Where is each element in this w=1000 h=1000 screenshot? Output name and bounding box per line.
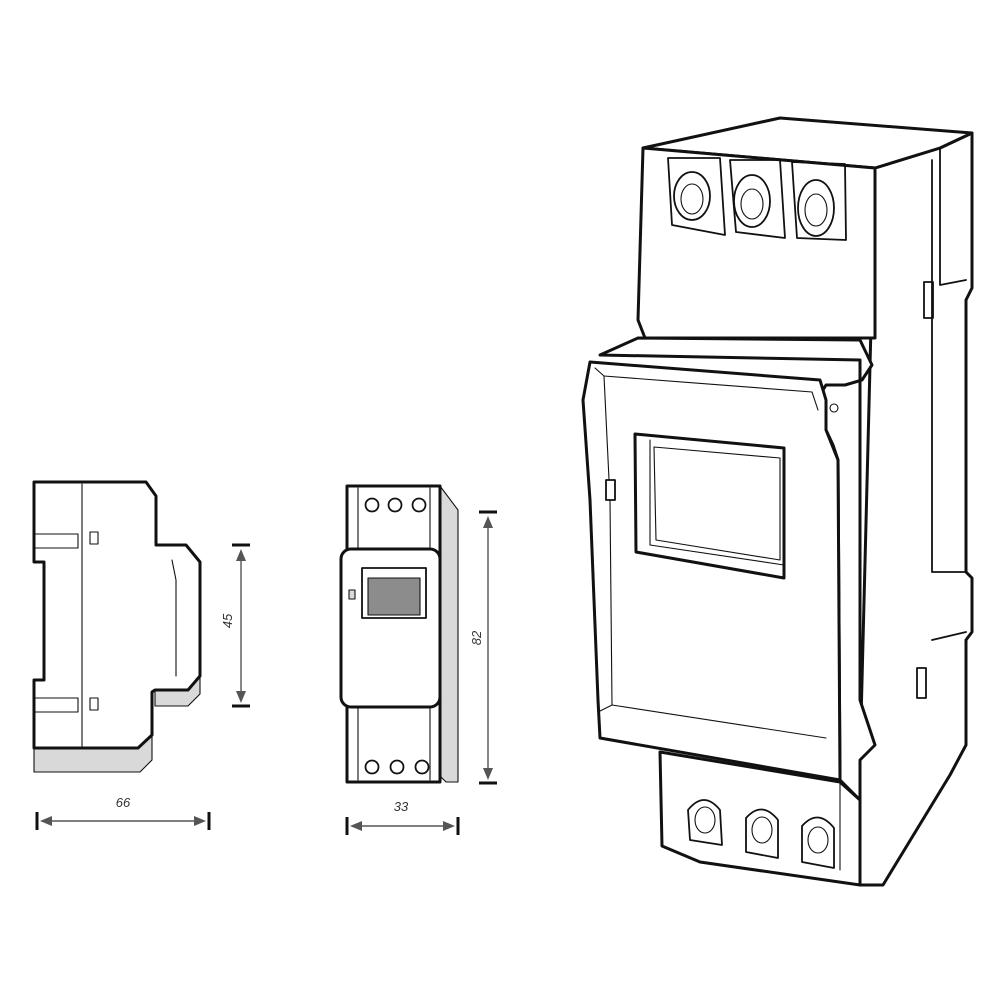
- terminal-bottom-3: [414, 759, 430, 775]
- lcd-screen: [367, 577, 421, 616]
- dimension-height: 82: [469, 510, 497, 785]
- dimension-front-height: 45: [220, 543, 250, 708]
- dimension-width: 33: [345, 799, 460, 835]
- front-view: [339, 484, 459, 784]
- terminal-top-3: [411, 497, 427, 513]
- terminal-screws-top: [667, 157, 847, 241]
- terminal-top-1: [364, 497, 380, 513]
- iso-lcd-frame: [633, 432, 786, 580]
- side-view: [32, 480, 202, 773]
- depth-label: 66: [116, 795, 131, 810]
- terminal-bottom-2: [389, 759, 405, 775]
- isometric-view: [581, 116, 974, 887]
- width-label: 33: [394, 799, 409, 814]
- dimension-depth: 66: [35, 795, 211, 830]
- front-height-label: 45: [220, 613, 235, 628]
- terminal-bottom-1: [364, 759, 380, 775]
- terminal-top-2: [387, 497, 403, 513]
- height-label: 82: [469, 630, 484, 645]
- terminal-screws-bottom: [687, 799, 835, 869]
